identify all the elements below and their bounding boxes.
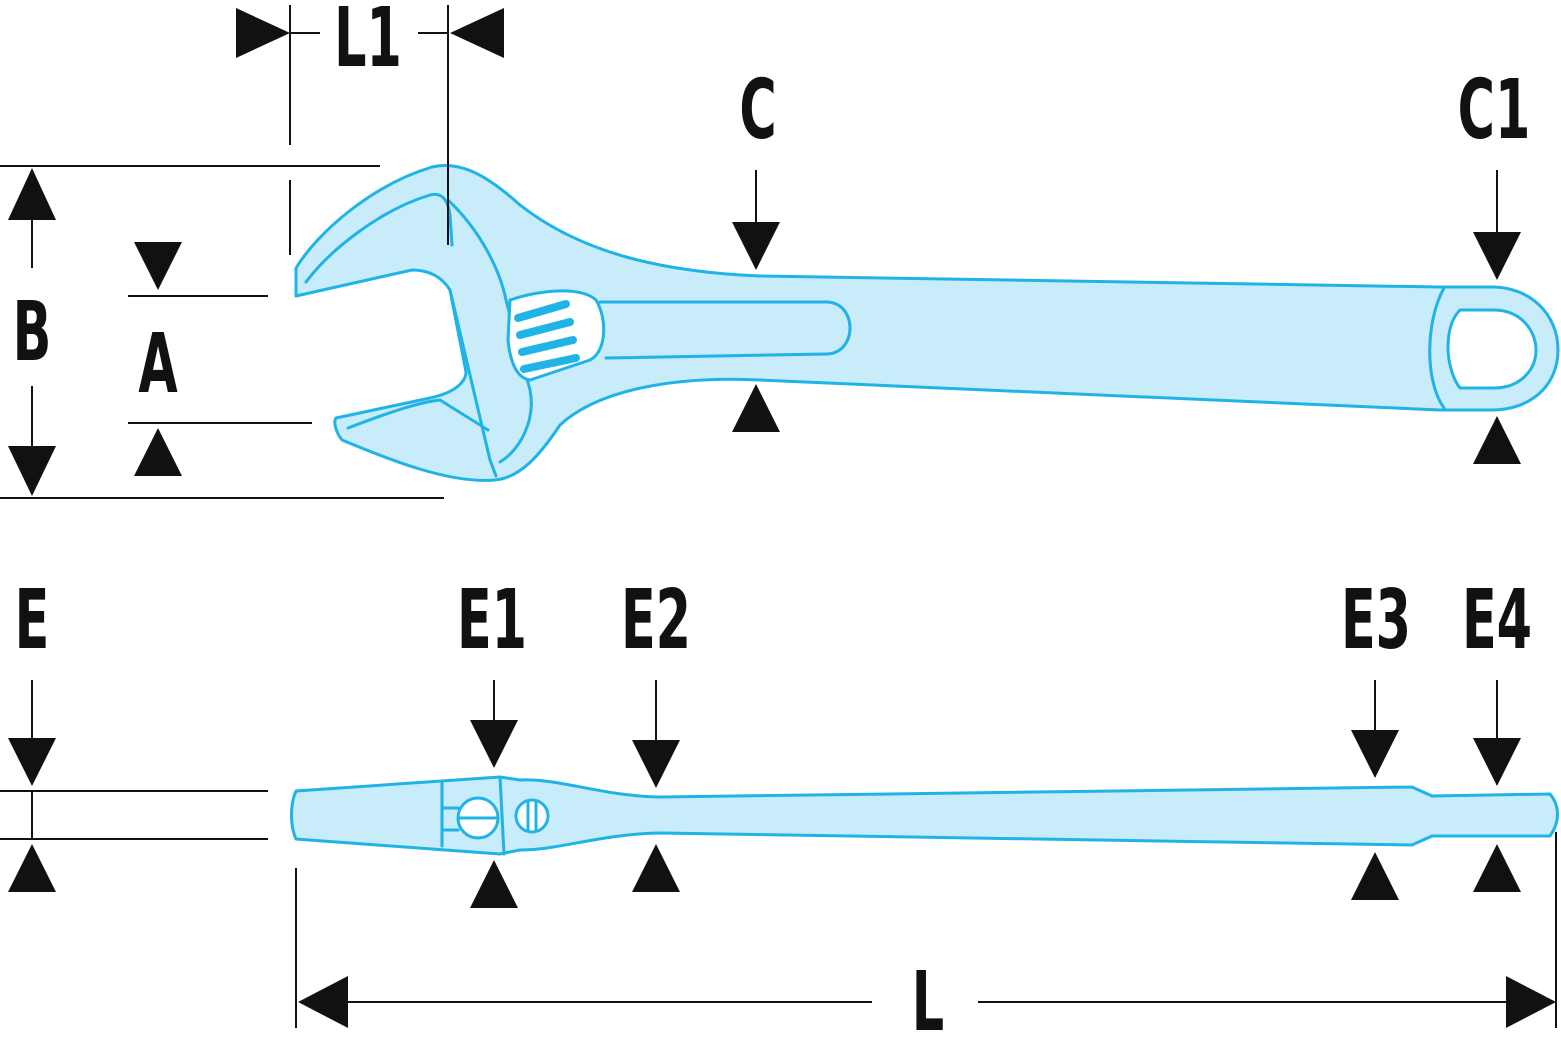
wrench-side-view <box>290 775 1559 856</box>
wrench-body-side <box>290 775 1559 856</box>
arrow-c1-bottom <box>1473 416 1521 464</box>
ring-end-collar <box>1428 286 1446 410</box>
dimension-lines <box>0 5 1557 1028</box>
arrow-e1-top <box>470 720 518 768</box>
ring-end-hole <box>1446 308 1538 390</box>
dimension-labels: L1 C C1 B A E E1 E2 E3 E4 L <box>13 0 1532 1037</box>
arrow-l1-right <box>450 8 504 58</box>
label-c: C <box>739 63 776 158</box>
label-l1: L1 <box>334 0 402 86</box>
arrow-e-top <box>8 738 56 786</box>
arrow-e3-top <box>1351 730 1399 778</box>
arrow-l1-left <box>236 8 290 58</box>
arrow-e4-bottom <box>1473 844 1521 892</box>
arrow-e4-top <box>1473 738 1521 786</box>
arrow-e2-bottom <box>632 844 680 892</box>
handle-slot <box>598 300 852 360</box>
arrow-l-right <box>1506 976 1556 1028</box>
label-b: B <box>13 285 52 380</box>
label-e2: E2 <box>621 573 691 668</box>
arrow-e2-top <box>632 740 680 788</box>
label-e4: E4 <box>1462 573 1532 668</box>
lower-jaw-highlight <box>346 398 490 432</box>
arrow-b-top <box>8 168 56 220</box>
movable-jaw-edge <box>448 288 498 478</box>
label-e1: E1 <box>457 573 527 668</box>
side-neck-edge <box>498 775 506 856</box>
label-e3: E3 <box>1341 573 1411 668</box>
label-l: L <box>912 955 944 1037</box>
side-jaw-step <box>440 780 460 848</box>
label-c1: C1 <box>1458 63 1531 158</box>
arrow-e1-bottom <box>470 860 518 908</box>
worm-gear-threads <box>514 300 580 373</box>
wrench-body-top <box>294 164 1560 482</box>
arrow-c1-top <box>1473 232 1521 280</box>
arrow-a-bottom <box>134 428 182 476</box>
head-outline <box>446 198 533 464</box>
arrow-b-bottom <box>8 446 56 496</box>
side-pivot-right-mark <box>526 800 538 832</box>
arrow-c-bottom <box>732 384 780 432</box>
arrow-a-top <box>134 242 182 290</box>
arrow-e-bottom <box>8 844 56 892</box>
arrow-l-left <box>298 976 348 1028</box>
label-a: A <box>138 317 177 412</box>
wrench-top-view <box>294 164 1560 482</box>
side-pivot-right <box>514 798 550 834</box>
label-e: E <box>15 573 50 668</box>
arrow-c-top <box>732 222 780 270</box>
arrow-e3-bottom <box>1351 852 1399 900</box>
dimension-arrows <box>8 8 1556 1028</box>
